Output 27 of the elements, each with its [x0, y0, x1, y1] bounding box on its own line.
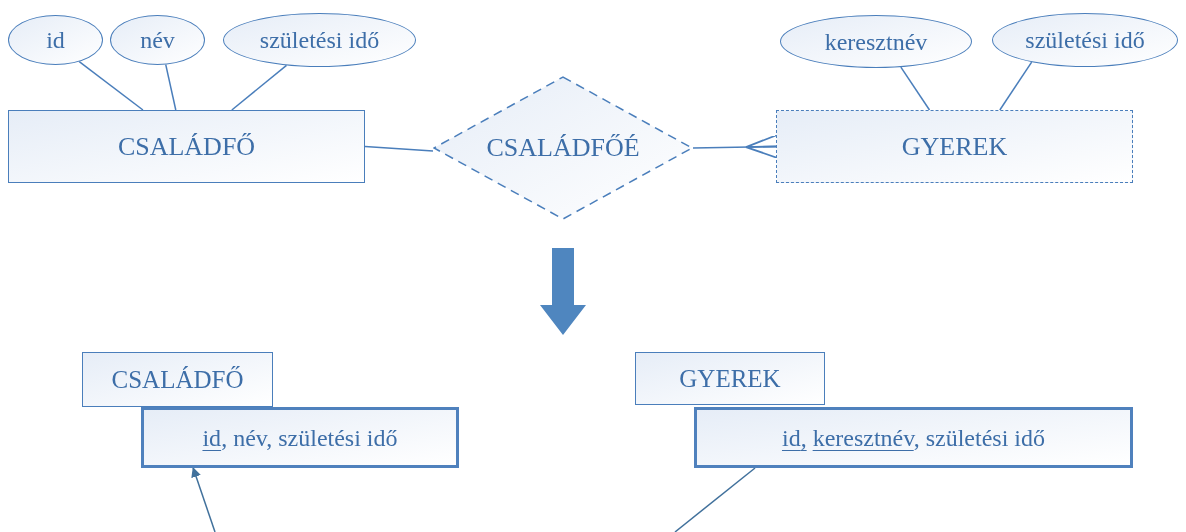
- column-list: id, név, születési idő: [202, 425, 398, 450]
- table-name-box: [82, 352, 273, 407]
- weak-entity-box: [776, 110, 1133, 183]
- connector-line: [78, 60, 144, 111]
- attribute-label: id: [46, 28, 65, 52]
- connector-line: [674, 467, 756, 532]
- entity-label: GYEREK: [901, 133, 1008, 160]
- entity-box: [8, 110, 365, 183]
- entity-label: CSALÁDFŐ: [117, 133, 256, 160]
- crows-foot-line: [692, 134, 778, 159]
- table-box: [694, 407, 1133, 468]
- connector-line: [999, 61, 1033, 111]
- table-box: [141, 407, 459, 468]
- relationship-diamond: [433, 76, 693, 220]
- relationship-label: CSALÁDFŐÉ: [486, 135, 640, 161]
- column-list: id, keresztnév, születési idő: [781, 425, 1045, 450]
- connector-line: [364, 145, 434, 152]
- attribute-label: születési idő: [1025, 28, 1145, 52]
- attribute-label: születési idő: [259, 28, 380, 52]
- table-name: CSALÁDFŐ: [111, 367, 244, 392]
- table-name: GYEREK: [679, 366, 781, 391]
- connector-line: [900, 66, 931, 111]
- table-name-box: [635, 352, 825, 405]
- attribute-label: név: [140, 28, 175, 52]
- attribute-label: keresztnév: [824, 29, 928, 54]
- connector-line: [165, 63, 177, 111]
- arrow: [191, 467, 216, 532]
